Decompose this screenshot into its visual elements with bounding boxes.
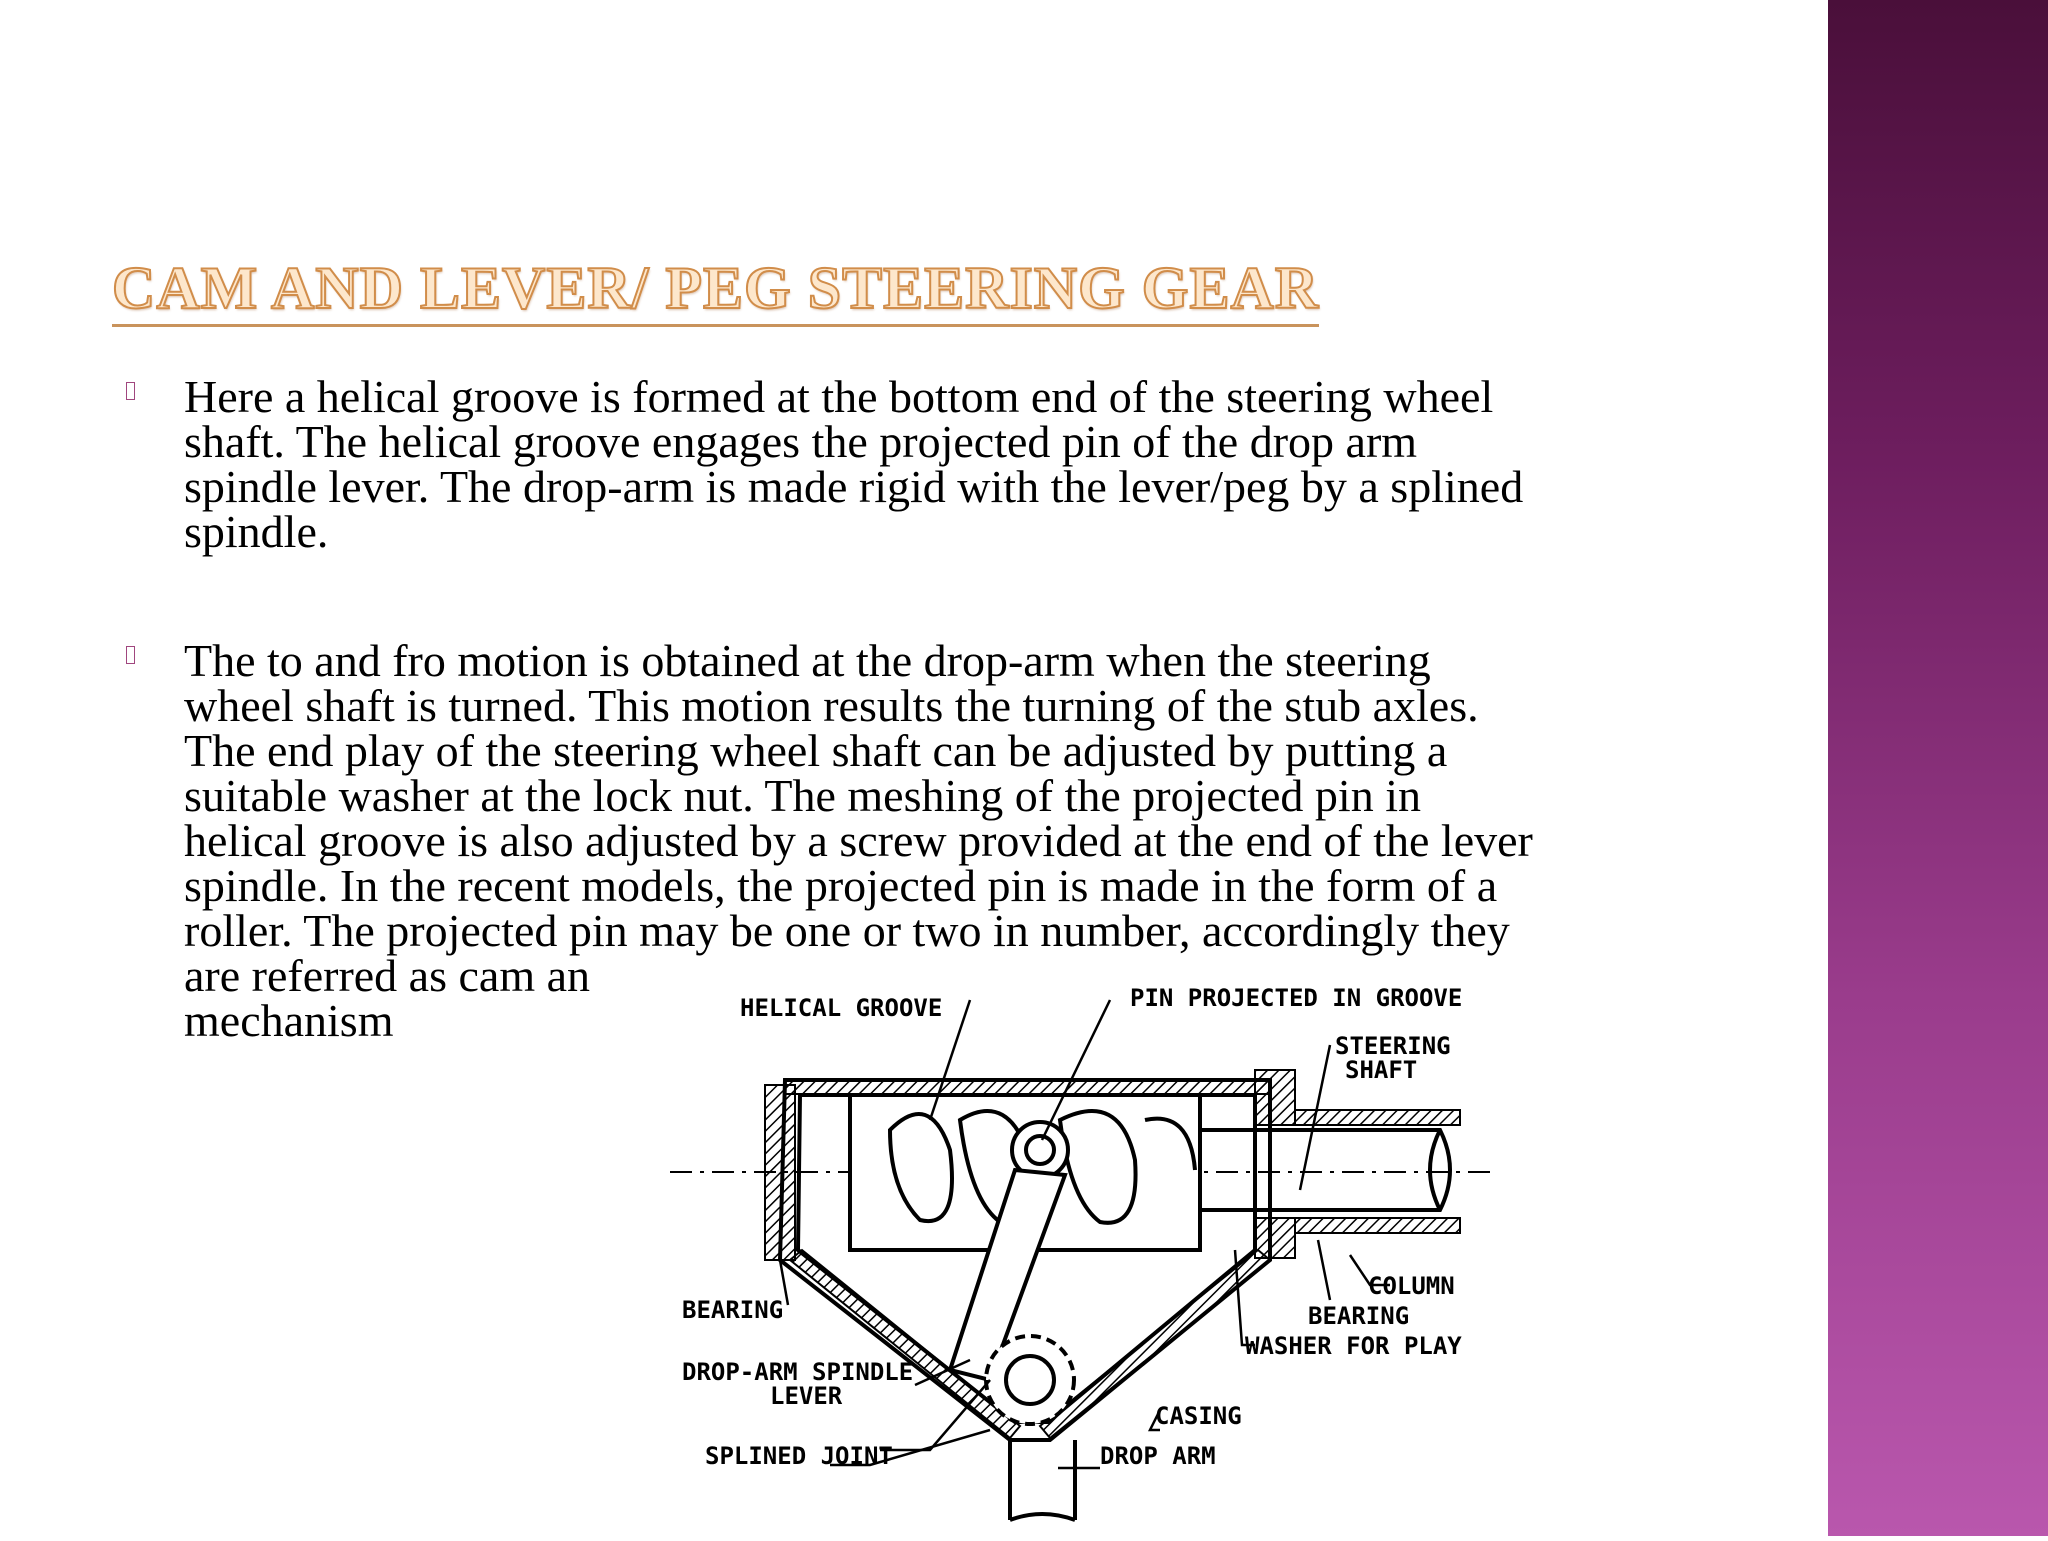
bullet-marker-icon <box>126 382 135 400</box>
bullet-text: Here a helical groove is formed at the b… <box>184 371 1524 557</box>
bullet-text: The to and fro motion is obtained at the… <box>184 635 1533 1046</box>
label-drop-arm-spindle-1: DROP-ARM SPINDLE <box>682 1358 913 1386</box>
bullet-item: The to and fro motion is obtained at the… <box>124 635 1704 1046</box>
label-bearing-left: BEARING <box>682 1296 783 1324</box>
steering-gear-diagram: HELICAL GROOVE PIN PROJECTED IN GROOVE S… <box>630 960 1530 1536</box>
label-drop-arm: DROP ARM <box>1100 1442 1216 1470</box>
bullet-list: Here a helical groove is formed at the b… <box>124 374 1704 1127</box>
label-bearing-right: BEARING <box>1308 1302 1409 1330</box>
leader-lines <box>778 999 1390 1470</box>
diagram-labels: HELICAL GROOVE PIN PROJECTED IN GROOVE S… <box>682 984 1462 1470</box>
label-drop-arm-spindle-2: LEVER <box>770 1382 843 1410</box>
drop-arm-lever <box>947 1167 1077 1522</box>
label-helical-groove: HELICAL GROOVE <box>740 994 942 1022</box>
label-steering-shaft-1: STEERING <box>1335 1032 1451 1060</box>
bullet-marker-icon <box>126 646 135 664</box>
label-splined-joint: SPLINED JOINT <box>705 1442 893 1470</box>
label-pin-projected: PIN PROJECTED IN GROOVE <box>1130 984 1462 1012</box>
steering-column <box>670 1109 1490 1234</box>
label-washer: WASHER FOR PLAY <box>1245 1332 1462 1360</box>
label-column: COLUMN <box>1368 1272 1455 1300</box>
bullet-item: Here a helical groove is formed at the b… <box>124 371 1704 557</box>
decorative-side-bar <box>1828 0 2048 1536</box>
label-casing: CASING <box>1155 1402 1242 1430</box>
label-steering-shaft-2: SHAFT <box>1345 1056 1417 1084</box>
slide-title: CAM AND LEVER/ PEG STEERING GEAR <box>111 252 1320 327</box>
